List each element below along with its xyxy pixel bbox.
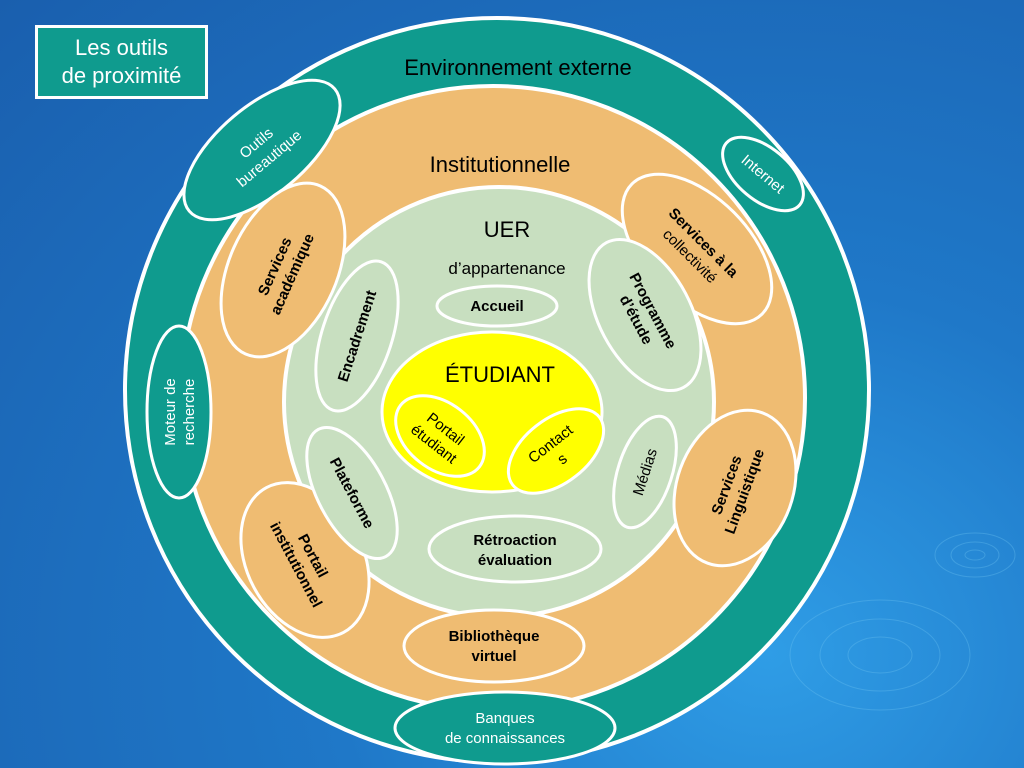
tool-moteur-recherche-line2: recherche bbox=[181, 379, 198, 446]
tool-moteur-recherche[interactable]: Moteur de recherche bbox=[145, 324, 213, 500]
tool-banques-connaissances[interactable]: Banques de connaissances bbox=[393, 690, 617, 766]
service-bibliotheque-line1: Bibliothèque bbox=[449, 628, 540, 645]
service-bibliotheque[interactable]: Bibliothèque virtuel bbox=[402, 608, 586, 684]
uer-accueil[interactable]: Accueil bbox=[435, 284, 559, 328]
student-portail-etudiant[interactable]: Portail étudiant bbox=[380, 379, 499, 493]
uer-retroaction[interactable]: Rétroaction évaluation bbox=[427, 514, 603, 584]
uer-programme[interactable]: Programme d’étude bbox=[566, 221, 724, 409]
ring-label-external: Environnement externe bbox=[404, 55, 631, 80]
tool-internet[interactable]: Internet bbox=[710, 123, 817, 225]
ring-label-uer: UER bbox=[484, 217, 530, 242]
uer-accueil-label: Accueil bbox=[470, 298, 523, 315]
service-linguistique[interactable]: Services Linguistique bbox=[653, 393, 817, 583]
service-academique[interactable]: Services académique bbox=[196, 164, 370, 376]
uer-encadrement[interactable]: Encadrement bbox=[300, 251, 415, 421]
title-box: Les outils de proximité bbox=[35, 25, 208, 99]
ring-label-uer-sub: d’appartenance bbox=[448, 259, 565, 278]
ripple-decoration bbox=[789, 532, 1016, 711]
service-bibliotheque-line2: virtuel bbox=[471, 648, 516, 665]
uer-medias[interactable]: Médias bbox=[601, 408, 688, 535]
tool-outils-bureautique[interactable]: Outils bureautique bbox=[161, 55, 363, 245]
ring-label-institutional: Institutionnelle bbox=[430, 152, 571, 177]
center-label: ÉTUDIANT bbox=[445, 362, 555, 387]
uer-retroaction-line2: évaluation bbox=[478, 552, 552, 569]
tool-moteur-recherche-line1: Moteur de bbox=[162, 378, 179, 446]
uer-retroaction-line1: Rétroaction bbox=[473, 532, 556, 549]
tool-banques-line1: Banques bbox=[475, 710, 534, 727]
tool-banques-line2: de connaissances bbox=[445, 730, 565, 747]
uer-plateforme[interactable]: Plateforme bbox=[288, 413, 416, 572]
student-contacts[interactable]: Contact s bbox=[493, 392, 619, 510]
